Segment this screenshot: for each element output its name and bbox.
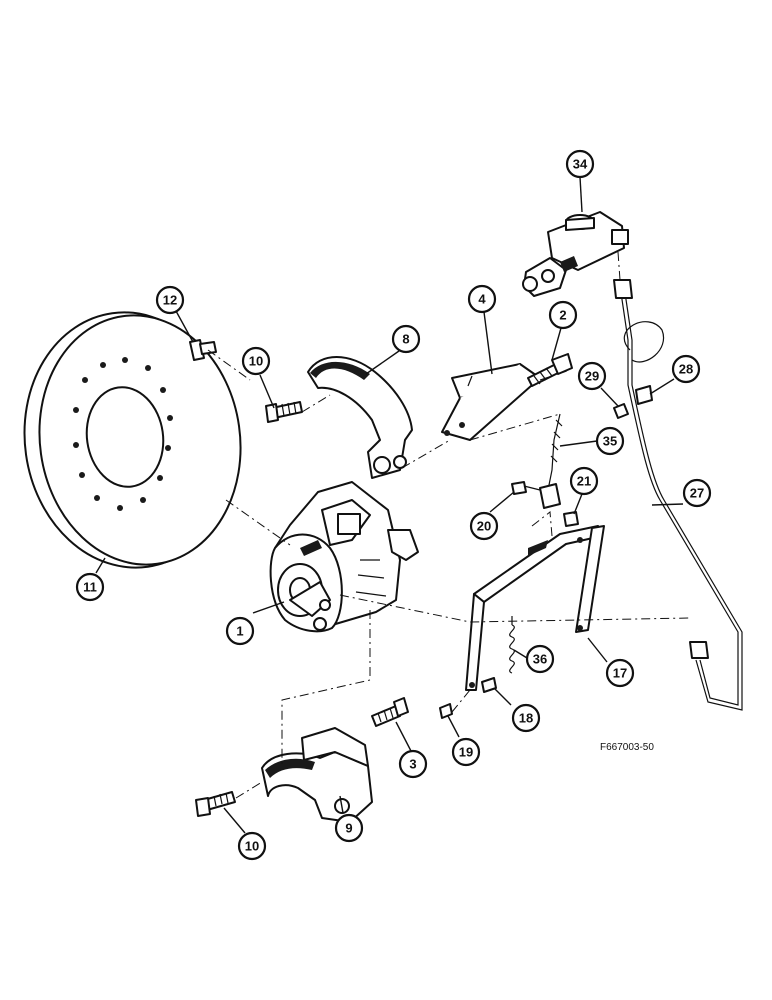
- svg-text:27: 27: [690, 486, 704, 501]
- upper-bracket: [307, 356, 413, 479]
- callout-11: 11: [75, 572, 105, 602]
- svg-text:29: 29: [585, 369, 599, 384]
- svg-text:17: 17: [613, 666, 627, 681]
- callout-2: 2: [548, 300, 578, 330]
- bolt-lower: [195, 791, 236, 817]
- svg-text:10: 10: [249, 354, 263, 369]
- lower-bracket: [261, 727, 373, 823]
- svg-text:3: 3: [409, 757, 416, 772]
- callout-34: 34: [565, 149, 595, 179]
- screw-20: [511, 481, 541, 495]
- svg-text:36: 36: [533, 652, 547, 667]
- svg-text:34: 34: [573, 157, 588, 172]
- nut-19: [439, 703, 453, 719]
- screw-18: [481, 677, 497, 693]
- figure-code: F667003-50: [600, 742, 654, 753]
- svg-text:2: 2: [559, 308, 566, 323]
- callout-19: 19: [451, 737, 481, 767]
- svg-text:9: 9: [345, 821, 352, 836]
- svg-text:28: 28: [679, 362, 693, 377]
- line-clip: [635, 385, 653, 405]
- callout-20: 20: [469, 511, 499, 541]
- leader-lines: [95, 176, 684, 834]
- bolt: [527, 353, 573, 387]
- mounting-plate: [441, 363, 541, 441]
- callout-36: 36: [525, 644, 555, 674]
- callout-28: 28: [671, 354, 701, 384]
- callout-35: 35: [595, 426, 625, 456]
- switch-cable: [539, 413, 563, 509]
- bolt-upper: [265, 401, 303, 423]
- return-spring: [509, 616, 515, 674]
- svg-text:10: 10: [245, 839, 259, 854]
- brake-caliper-assembly: [269, 481, 419, 633]
- callout-18: 18: [511, 703, 541, 733]
- pedal-arm: [465, 525, 605, 691]
- svg-text:19: 19: [459, 745, 473, 760]
- svg-text:1: 1: [236, 624, 243, 639]
- svg-text:12: 12: [163, 293, 177, 308]
- svg-text:21: 21: [577, 474, 591, 489]
- brake-disc: [23, 311, 242, 569]
- bolt-disc: [189, 339, 217, 361]
- callout-1: 1: [225, 616, 255, 646]
- svg-text:35: 35: [603, 434, 617, 449]
- callout-17: 17: [605, 658, 635, 688]
- svg-text:11: 11: [83, 580, 97, 595]
- callout-3: 3: [398, 749, 428, 779]
- svg-text:8: 8: [402, 332, 409, 347]
- nut-21: [563, 511, 579, 527]
- alignment-lines: [207, 251, 691, 799]
- callout-8: 8: [391, 324, 421, 354]
- brake-line: [613, 279, 743, 711]
- master-cylinder: [522, 211, 629, 297]
- svg-text:20: 20: [477, 519, 491, 534]
- callout-9: 9: [334, 813, 364, 843]
- callout-29: 29: [577, 361, 607, 391]
- callouts: 34 12 4 2 10 8 29 28 35 21 27 20 11 1 36…: [75, 149, 712, 861]
- nut-29: [613, 403, 629, 419]
- callout-21: 21: [569, 466, 599, 496]
- bolt-bracket: [371, 697, 409, 727]
- callout-27: 27: [682, 478, 712, 508]
- svg-text:4: 4: [478, 292, 486, 307]
- callout-10-upper: 10: [241, 346, 271, 376]
- callout-10-lower: 10: [237, 831, 267, 861]
- callout-12: 12: [155, 285, 185, 315]
- callout-4: 4: [467, 284, 497, 314]
- svg-text:18: 18: [519, 711, 533, 726]
